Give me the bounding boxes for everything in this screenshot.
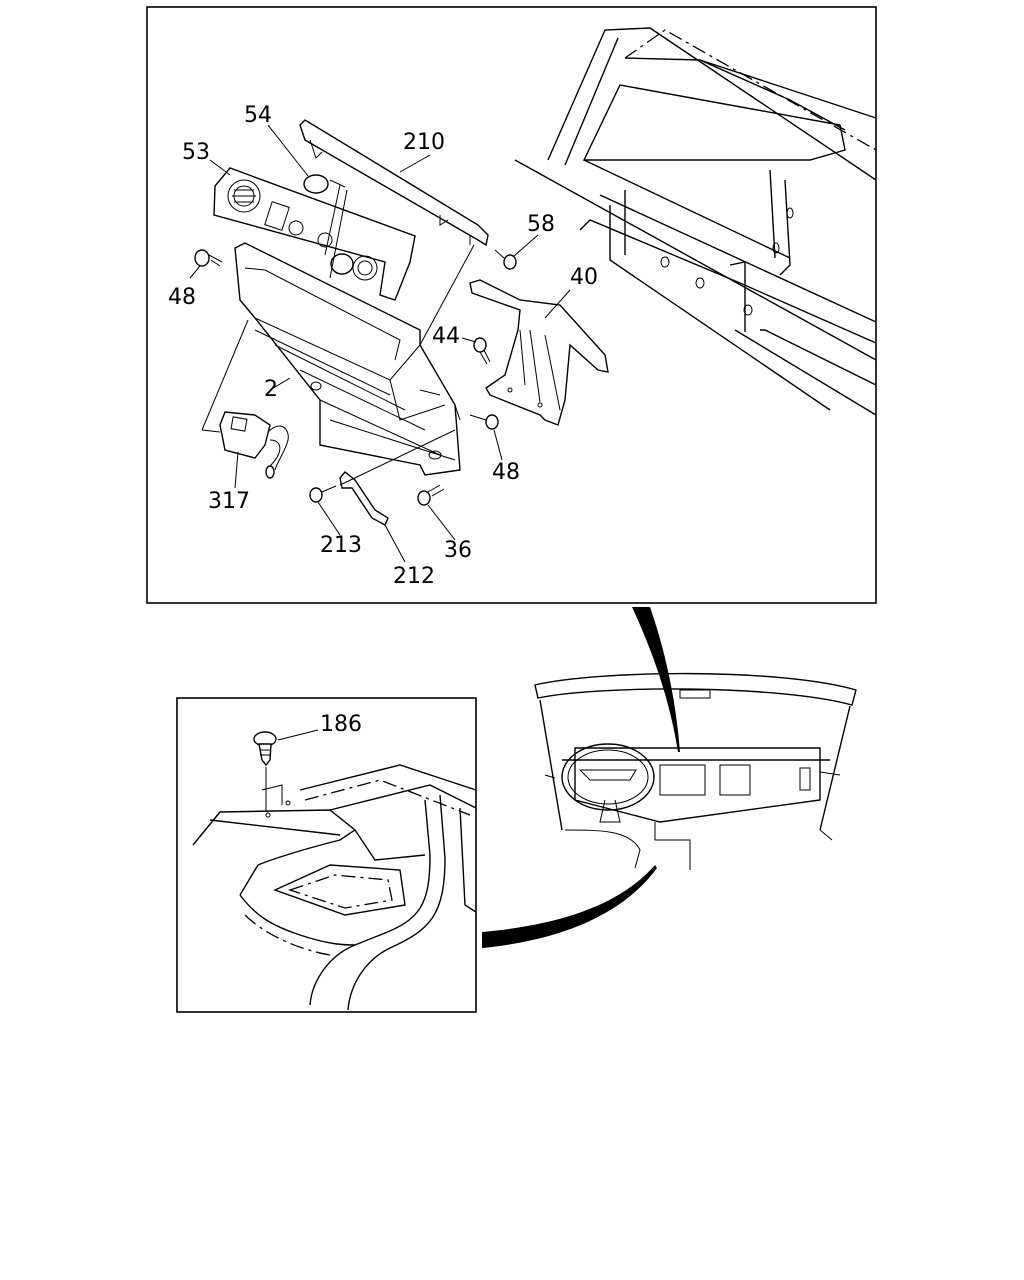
screw-44 [473, 337, 491, 365]
leader-lines [189, 124, 571, 563]
part-40-bracket [469, 279, 609, 426]
inset-detail-frame [176, 697, 477, 1013]
fasteners [194, 249, 517, 506]
callout-212: 212 [393, 564, 435, 589]
screw-213 [309, 485, 337, 503]
callout-36: 36 [444, 538, 472, 563]
screw-48-lower [469, 414, 499, 430]
main-detail-frame [146, 6, 877, 604]
pointer-arrow-upper [632, 607, 680, 752]
part-53-bezel [213, 167, 416, 301]
callout-210: 210 [403, 130, 445, 155]
cab-structure [514, 27, 877, 416]
screw-36 [417, 484, 445, 506]
callout-186: 186 [320, 712, 362, 737]
cab-overview [534, 672, 857, 870]
callout-54: 54 [244, 103, 272, 128]
inset-detail-panel: 186 [176, 697, 477, 1013]
callout-317: 317 [208, 489, 250, 514]
inset-floor-console [192, 764, 477, 1011]
part-317-sensor [219, 411, 289, 479]
assembly-guides [201, 189, 475, 486]
pointer-arrow-lower [482, 865, 657, 948]
part-54-knob [303, 174, 354, 275]
callout-48-upper: 48 [168, 285, 196, 310]
part-210-trim [299, 119, 489, 247]
callout-40: 40 [570, 265, 598, 290]
part-2-housing [234, 242, 461, 476]
main-detail-panel: 54 53 210 58 40 48 44 2 48 317 213 36 21… [146, 6, 877, 604]
callout-53: 53 [182, 140, 210, 165]
callout-44: 44 [432, 324, 460, 349]
callout-48-lower: 48 [492, 460, 520, 485]
callout-58: 58 [527, 212, 555, 237]
part-186-clip: 186 [253, 712, 362, 812]
screw-48-upper [194, 249, 223, 267]
callout-2: 2 [264, 377, 278, 402]
part-212-bracket [339, 471, 389, 526]
callout-213: 213 [320, 533, 362, 558]
screw-58 [494, 249, 517, 270]
